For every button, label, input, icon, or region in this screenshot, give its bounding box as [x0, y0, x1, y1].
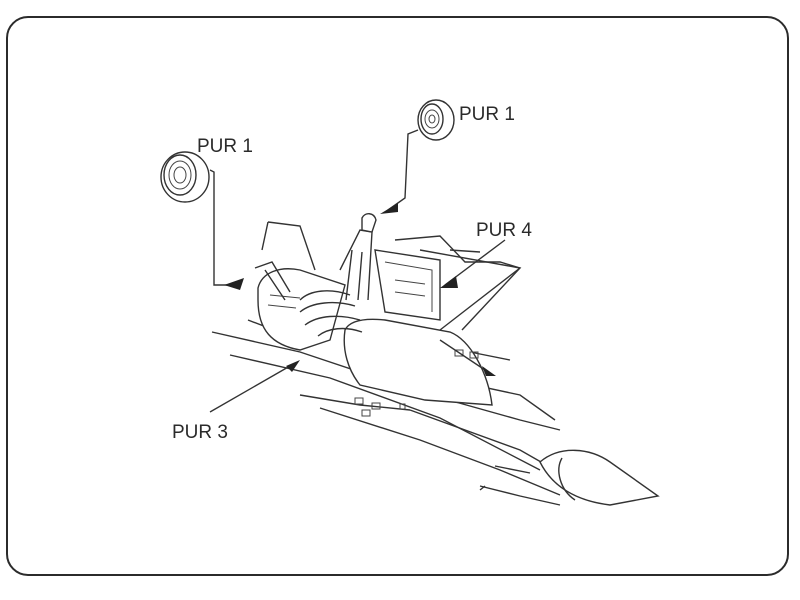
- wing-structure: [261, 221, 522, 361]
- pur1-right-leader: [387, 129, 419, 211]
- pur3-leader: [209, 365, 291, 413]
- pur4-arrow: [440, 276, 458, 288]
- nose-cone: [539, 449, 660, 506]
- pur1-right-arrow: [380, 203, 398, 214]
- pur1-right-part: [417, 99, 455, 141]
- label-pur1-left: PUR 1: [197, 136, 253, 157]
- pur1-left-part: [160, 151, 210, 203]
- pur1-left-arrow: [224, 278, 244, 290]
- fuselage-details: [354, 349, 479, 417]
- label-pur3: PUR 3: [172, 422, 228, 443]
- pur3-arrow-2: [482, 366, 496, 376]
- leader-lines: [209, 129, 506, 413]
- diagram-frame: [6, 16, 789, 576]
- label-pur4: PUR 4: [476, 220, 532, 241]
- pur1-left-leader: [209, 169, 228, 286]
- arrowheads: [224, 203, 496, 376]
- label-pur1-right: PUR 1: [459, 104, 515, 125]
- cockpit: [254, 213, 493, 406]
- pur3-arrow: [286, 360, 300, 372]
